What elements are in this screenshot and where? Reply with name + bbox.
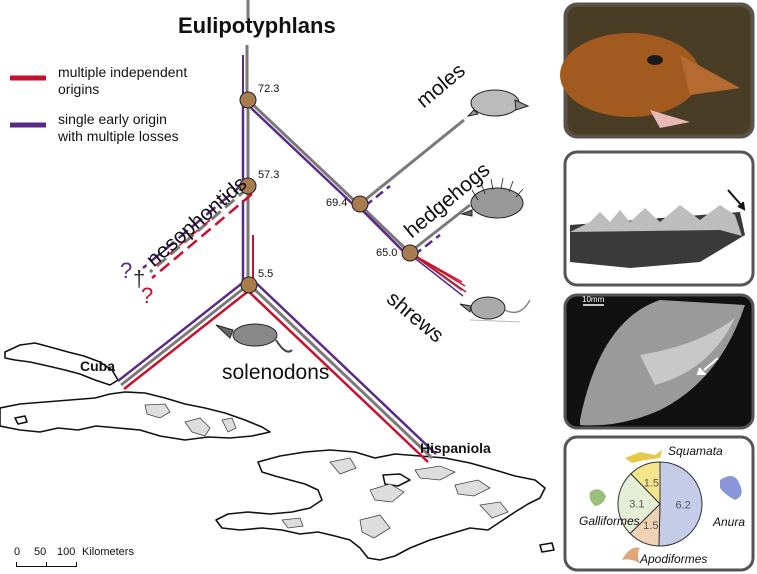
- node-label-57-3: 57.3: [258, 169, 280, 181]
- node-label-72-3: 72.3: [258, 83, 280, 95]
- figure-title: Eulipotyphlans: [178, 13, 336, 38]
- question-mark-red: ?: [141, 283, 154, 308]
- hispaniola-ranges: [281, 457, 509, 539]
- tree-nodes: [239, 91, 419, 294]
- pie-value-galliformes: 3.1: [629, 499, 644, 511]
- swift-icon: [622, 547, 640, 563]
- tooth-arrow: [696, 357, 719, 375]
- node-65-0: [401, 244, 419, 262]
- pie-value-apodiformes: 1.5: [643, 520, 658, 532]
- frog-icon: [720, 476, 742, 500]
- pie-value-squamata: 1.5: [644, 478, 659, 490]
- solenodon-illustration: [215, 323, 293, 353]
- tooth-photo: 10mm: [563, 293, 755, 430]
- legend-purple-label: single early origin with multiple losses: [58, 111, 179, 145]
- question-mark-purple: ?: [120, 258, 133, 283]
- lizard-icon: [625, 450, 662, 463]
- animal-silhouettes: [589, 450, 742, 563]
- jaw-arrow: [727, 189, 746, 211]
- place-label-hispaniola: Hispaniola: [420, 440, 491, 456]
- legend-red-line1: multiple independent: [58, 64, 188, 80]
- pie-label-apodiformes: Apodiformes: [640, 552, 708, 566]
- tree-branches: [117, 0, 471, 463]
- scale-hundred: 100: [57, 546, 76, 558]
- extinct-dagger: †: [133, 266, 146, 291]
- pie-value-anura: 6.2: [675, 499, 690, 511]
- hedgehog-illustration: [460, 177, 524, 219]
- pie-chart: 6.21.53.11.5: [617, 461, 703, 547]
- pie-label-anura: Anura: [713, 515, 746, 529]
- scale-fifty: 50: [34, 546, 47, 558]
- mole-illustration: [466, 89, 530, 117]
- scale-zero: 0: [14, 546, 21, 558]
- node-69-4: [351, 195, 369, 213]
- jaw-photo: [563, 150, 755, 287]
- pie-label-squamata: Squamata: [668, 444, 723, 458]
- shrew-illustration: [459, 296, 531, 323]
- node-5-5: [240, 276, 258, 294]
- cuba-ranges: [144, 403, 237, 437]
- legend-purple-line1: single early origin: [58, 111, 167, 127]
- node-72-3: [239, 91, 257, 109]
- legend-red-line2: origins: [58, 81, 100, 97]
- node-label-69-4: 69.4: [326, 197, 348, 209]
- node-label-65-0: 65.0: [376, 247, 398, 259]
- pie-slice-squamata: [630, 461, 661, 506]
- legend-red-label: multiple independent origins: [58, 64, 187, 98]
- solenodon-photo: [560, 2, 755, 139]
- hispaniola-map: [215, 449, 555, 561]
- legend-purple-line2: with multiple losses: [58, 128, 179, 144]
- clade-label-solenodons: solenodons: [222, 361, 330, 384]
- pie-label-galliformes: Galliformes: [579, 514, 640, 528]
- place-label-cuba: Cuba: [80, 358, 115, 374]
- scale-unit: Kilometers: [82, 546, 134, 558]
- bird-icon: [589, 489, 606, 506]
- pie-slice-anura: [658, 461, 703, 547]
- node-label-5-5: 5.5: [258, 268, 274, 280]
- pie-slice-galliformes: [617, 473, 661, 535]
- photo-scale-label: 10mm: [582, 295, 605, 304]
- node-57-3: [239, 177, 257, 195]
